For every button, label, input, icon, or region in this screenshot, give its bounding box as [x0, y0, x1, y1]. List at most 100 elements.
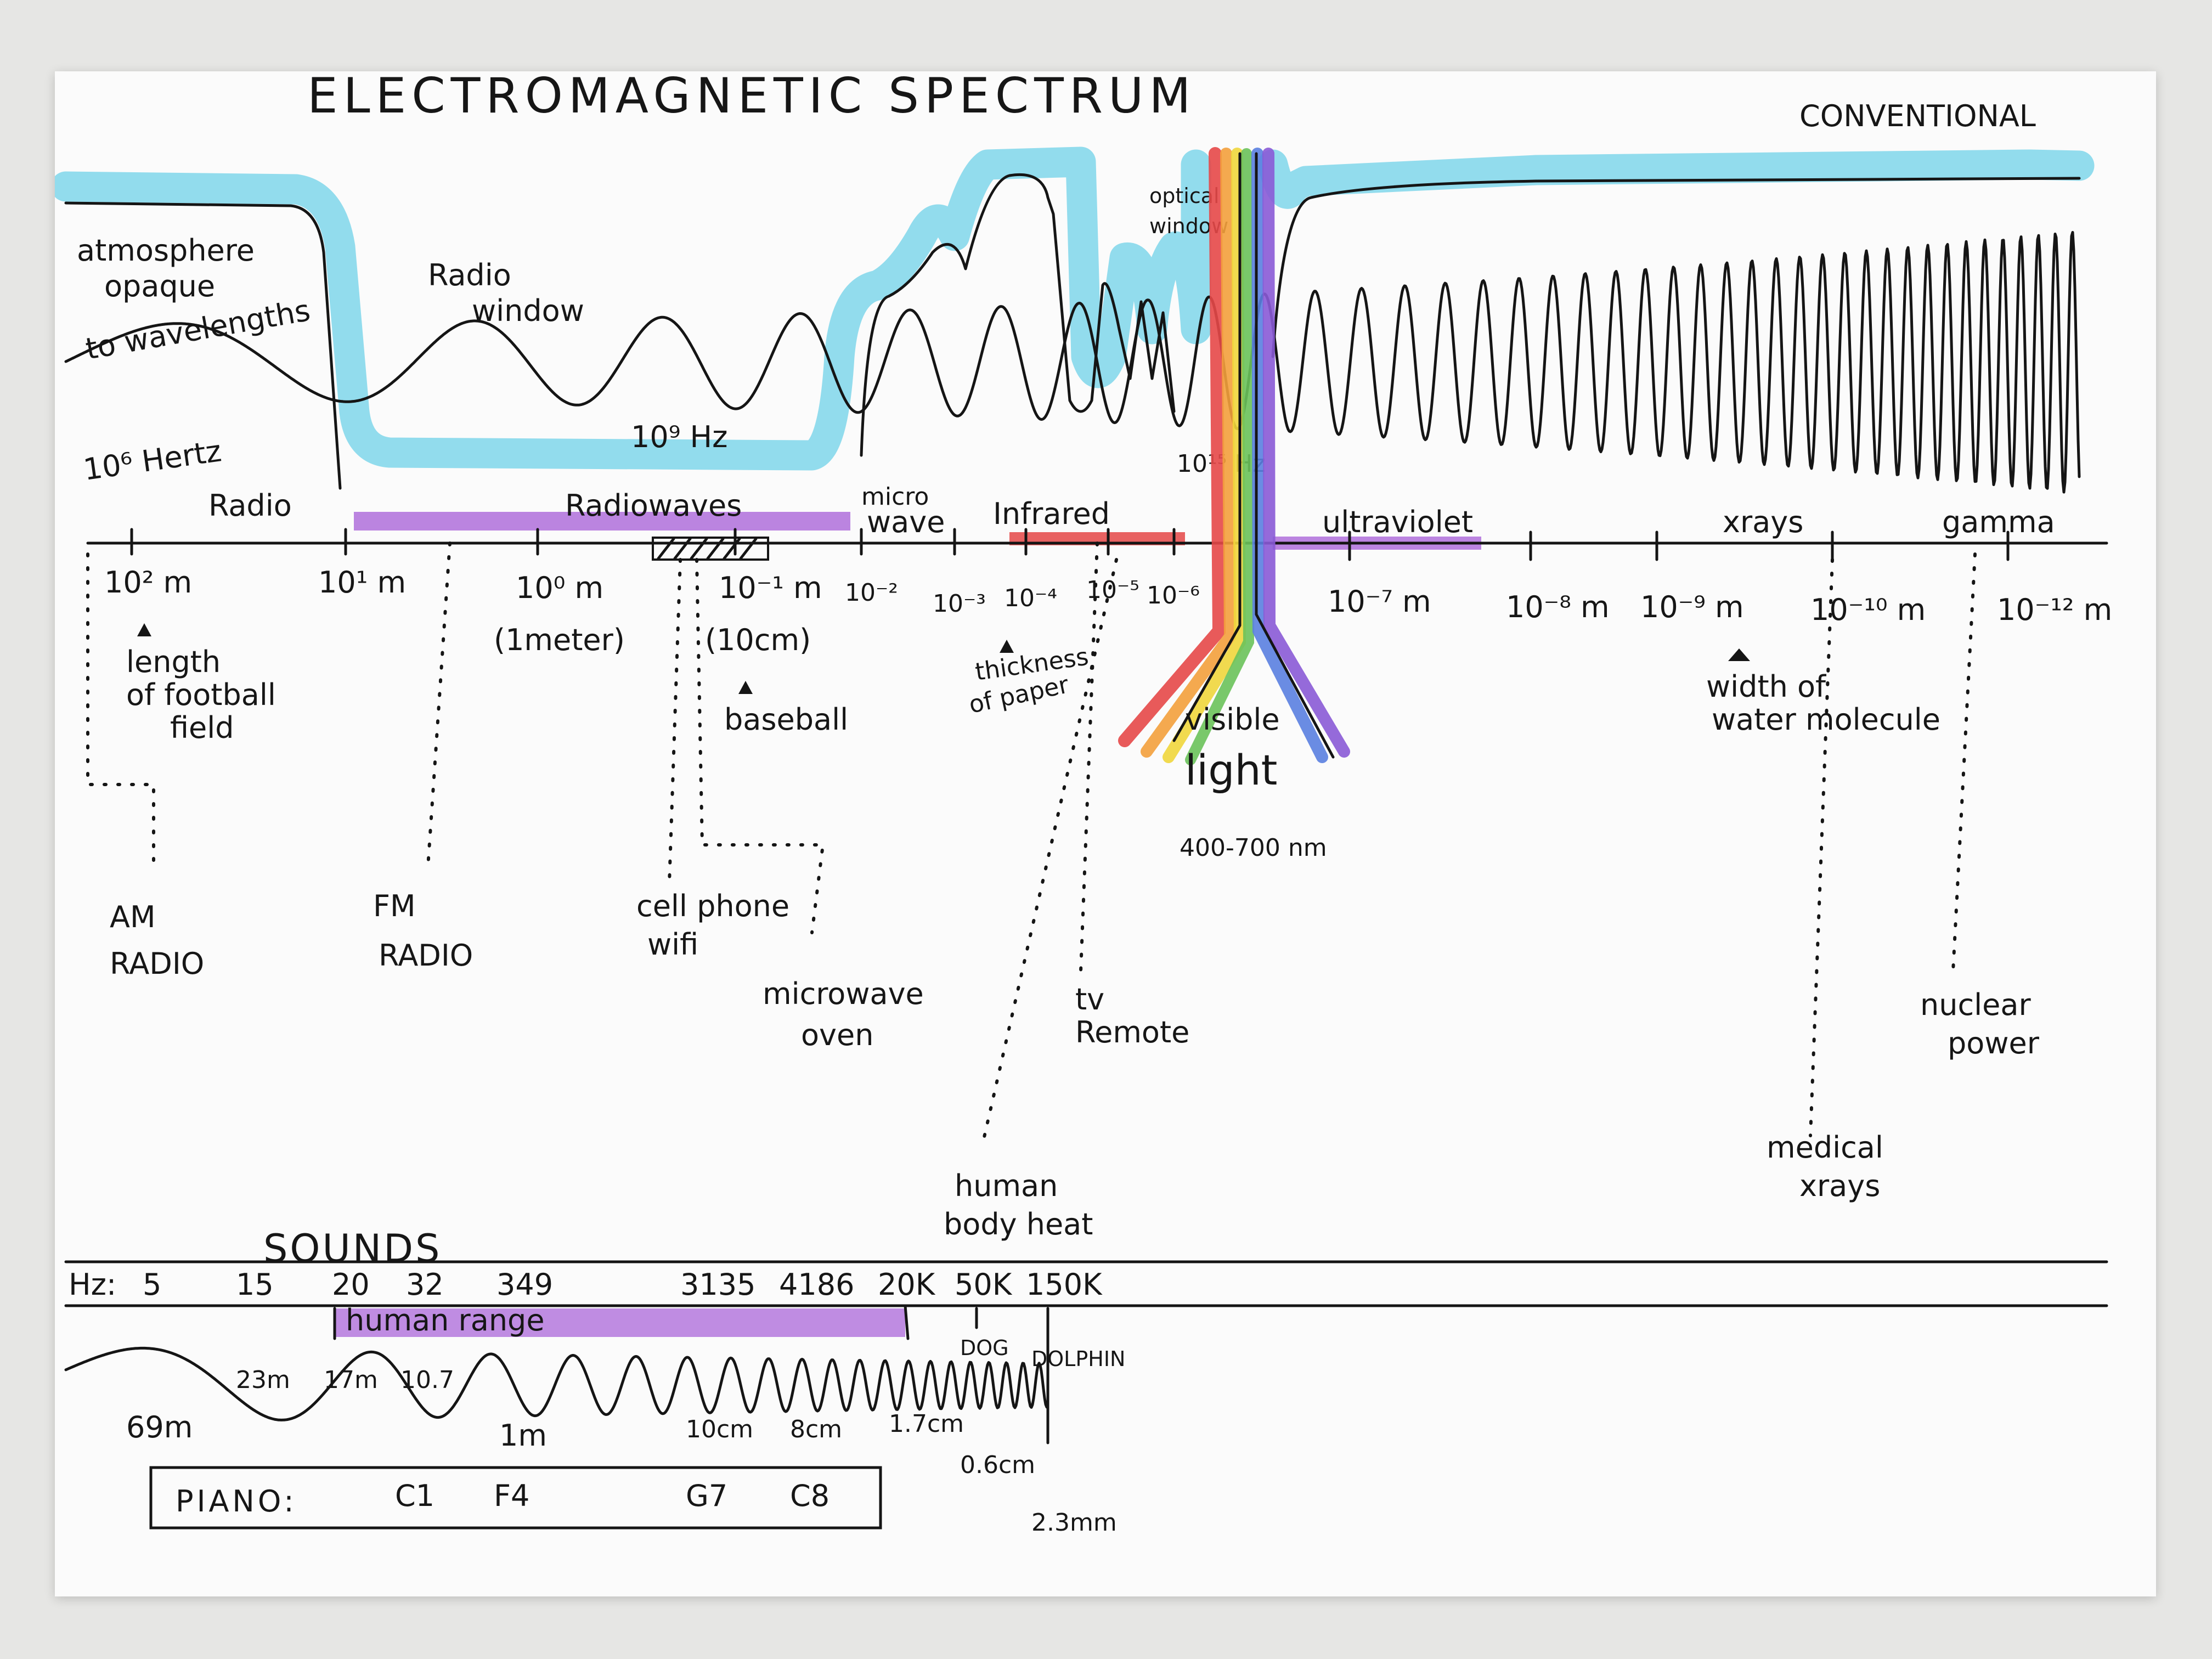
- atmosphere-label-line1: atmosphere: [77, 233, 255, 268]
- spectrum-diagram: ELECTROMAGNETIC SPECTRUM CONVENTIONAL at…: [55, 71, 2112, 1537]
- app-tv-remote-line2: Remote: [1075, 1015, 1189, 1049]
- sound-wavelength-0-6cm: 0.6cm: [960, 1451, 1035, 1479]
- sound-wavelength-1-7cm: 1.7cm: [889, 1410, 964, 1438]
- piano-note-c1: C1: [395, 1479, 435, 1513]
- app-body-heat-line2: body heat: [944, 1207, 1093, 1242]
- band-label-microwave-line2: wave: [867, 505, 945, 539]
- app-cellphone-line2: wifi: [647, 927, 698, 962]
- sound-wavelength-69m: 69m: [126, 1410, 193, 1444]
- tick-label-1e-3: 10⁻³: [933, 590, 986, 618]
- sound-wavelength-23m: 23m: [236, 1366, 290, 1394]
- water-label-line1: width of: [1706, 669, 1827, 704]
- sound-freq-150k: 150K: [1026, 1267, 1103, 1302]
- football-label-line3: field: [170, 710, 234, 745]
- atmosphere-label-line2: opaque: [104, 269, 215, 303]
- diagram-subtitle: CONVENTIONAL: [1799, 99, 2036, 133]
- app-microwave-oven-line2: oven: [801, 1018, 873, 1052]
- cellphone-wifi-hatching: [657, 537, 758, 560]
- frequency-label-1e9: 10⁹ Hz: [631, 420, 727, 454]
- sound-wavelength-17m: 17m: [324, 1366, 378, 1394]
- tick-label-1e2m: 10² m: [104, 565, 192, 600]
- tick-label-1e-6: 10⁻⁶: [1147, 582, 1200, 610]
- tick-label-1e-1m: 10⁻¹ m: [719, 571, 822, 605]
- tick-label-1e0m: 10⁰ m: [516, 571, 603, 605]
- app-nuclear-power-line2: power: [1948, 1026, 2040, 1060]
- sound-freq-5: 5: [143, 1267, 161, 1302]
- sound-freq-32: 32: [406, 1267, 444, 1302]
- radio-window-label-line2: window: [472, 294, 584, 328]
- app-fm-radio-line2: RADIO: [379, 938, 473, 973]
- piano-note-f4: F4: [494, 1479, 529, 1513]
- paper-sheet: ELECTROMAGNETIC SPECTRUM CONVENTIONAL at…: [55, 71, 2156, 1596]
- tick-label-1e-9m: 10⁻⁹ m: [1640, 590, 1744, 624]
- dolphin-label: DOLPHIN: [1031, 1347, 1125, 1371]
- human-range-bounds: [333, 1304, 910, 1340]
- sound-freq-349: 349: [496, 1267, 553, 1302]
- app-nuclear-power-line1: nuclear: [1920, 988, 2031, 1022]
- sound-freq-50k: 50K: [955, 1267, 1013, 1302]
- tick-label-10cm: (10cm): [705, 623, 811, 657]
- sound-freq-4186: 4186: [779, 1267, 854, 1302]
- tick-label-1e-8m: 10⁻⁸ m: [1506, 590, 1610, 624]
- app-am-radio-line2: RADIO: [110, 946, 204, 981]
- football-label-line1: length: [126, 645, 221, 679]
- band-label-radio: Radio: [208, 488, 292, 523]
- frequency-label-1e6: 10⁶ Hertz: [81, 433, 223, 487]
- atmosphere-label-line3: to wavelengths: [83, 293, 313, 366]
- visible-label-line1: visible: [1185, 702, 1280, 737]
- app-medical-xrays-line1: medical: [1767, 1130, 1883, 1165]
- water-molecule-marker-icon: [1728, 648, 1750, 661]
- piano-range-box: [149, 1466, 882, 1530]
- app-am-radio-line1: AM: [110, 900, 156, 934]
- tick-label-1e-12m: 10⁻¹² m: [1997, 592, 2112, 627]
- sound-wavelength-1m: 1m: [499, 1418, 547, 1453]
- water-label-line2: water molecule: [1712, 702, 1940, 737]
- optical-window-label-line1: optical: [1149, 184, 1220, 208]
- app-microwave-oven-line1: microwave: [763, 977, 924, 1011]
- piano-note-g7: G7: [686, 1479, 727, 1513]
- tick-label-1e-2: 10⁻²: [845, 579, 898, 607]
- visible-range-label: 400-700 nm: [1180, 834, 1327, 862]
- sound-freq-15: 15: [236, 1267, 274, 1302]
- sound-freq-20k: 20K: [878, 1267, 936, 1302]
- app-tv-remote-line1: tv: [1075, 982, 1104, 1017]
- radio-window-label-line1: Radio: [428, 258, 511, 292]
- app-fm-radio-line1: FM: [373, 889, 416, 923]
- paper-marker-icon: [1000, 640, 1014, 653]
- tick-label-1meter: (1meter): [494, 623, 625, 657]
- sound-wavelength-8cm: 8cm: [790, 1415, 842, 1443]
- band-label-xrays: xrays: [1723, 505, 1803, 539]
- band-label-ultraviolet: ultraviolet: [1322, 505, 1473, 539]
- football-label-line2: of football: [126, 678, 276, 712]
- sound-wavelength-10cm: 10cm: [686, 1415, 753, 1443]
- football-marker-icon: [137, 623, 151, 636]
- baseball-label: baseball: [724, 702, 848, 737]
- wavelength-tick-marks: [130, 528, 2010, 561]
- app-cellphone-line1: cell phone: [636, 889, 789, 923]
- band-label-microwave-line1: micro: [861, 483, 929, 511]
- tick-label-1e-4: 10⁻⁴: [1004, 584, 1057, 612]
- em-wave-illustration: [64, 231, 2081, 494]
- sounds-hz-label: Hz:: [69, 1267, 116, 1302]
- visible-label-line2: light: [1185, 746, 1277, 794]
- sound-freq-20: 20: [332, 1267, 370, 1302]
- visible-light-rainbow: [1118, 147, 1350, 765]
- sound-wave-illustration: [64, 1346, 1049, 1421]
- sound-wavelength-2-3mm: 2.3mm: [1031, 1509, 1117, 1537]
- application-leader-lines: [86, 541, 1977, 1148]
- tick-label-1e-10m: 10⁻¹⁰ m: [1810, 592, 1926, 627]
- app-body-heat-line1: human: [955, 1169, 1058, 1203]
- sounds-title: SOUNDS: [263, 1226, 442, 1271]
- diagram-title: ELECTROMAGNETIC SPECTRUM: [307, 71, 1196, 124]
- tick-label-1e-7m: 10⁻⁷ m: [1328, 584, 1431, 619]
- band-label-infrared: Infrared: [993, 496, 1110, 531]
- sound-freq-3135: 3135: [680, 1267, 755, 1302]
- baseball-marker-icon: [738, 681, 753, 694]
- cellphone-wifi-range-box: [652, 537, 769, 561]
- dog-label: DOG: [960, 1336, 1009, 1360]
- piano-note-c8: C8: [790, 1479, 830, 1513]
- human-range-bar: [335, 1308, 905, 1337]
- band-label-radiowaves: Radiowaves: [565, 488, 742, 523]
- tick-label-1e1m: 10¹ m: [318, 565, 406, 600]
- atmosphere-opacity-curve: [55, 146, 2095, 490]
